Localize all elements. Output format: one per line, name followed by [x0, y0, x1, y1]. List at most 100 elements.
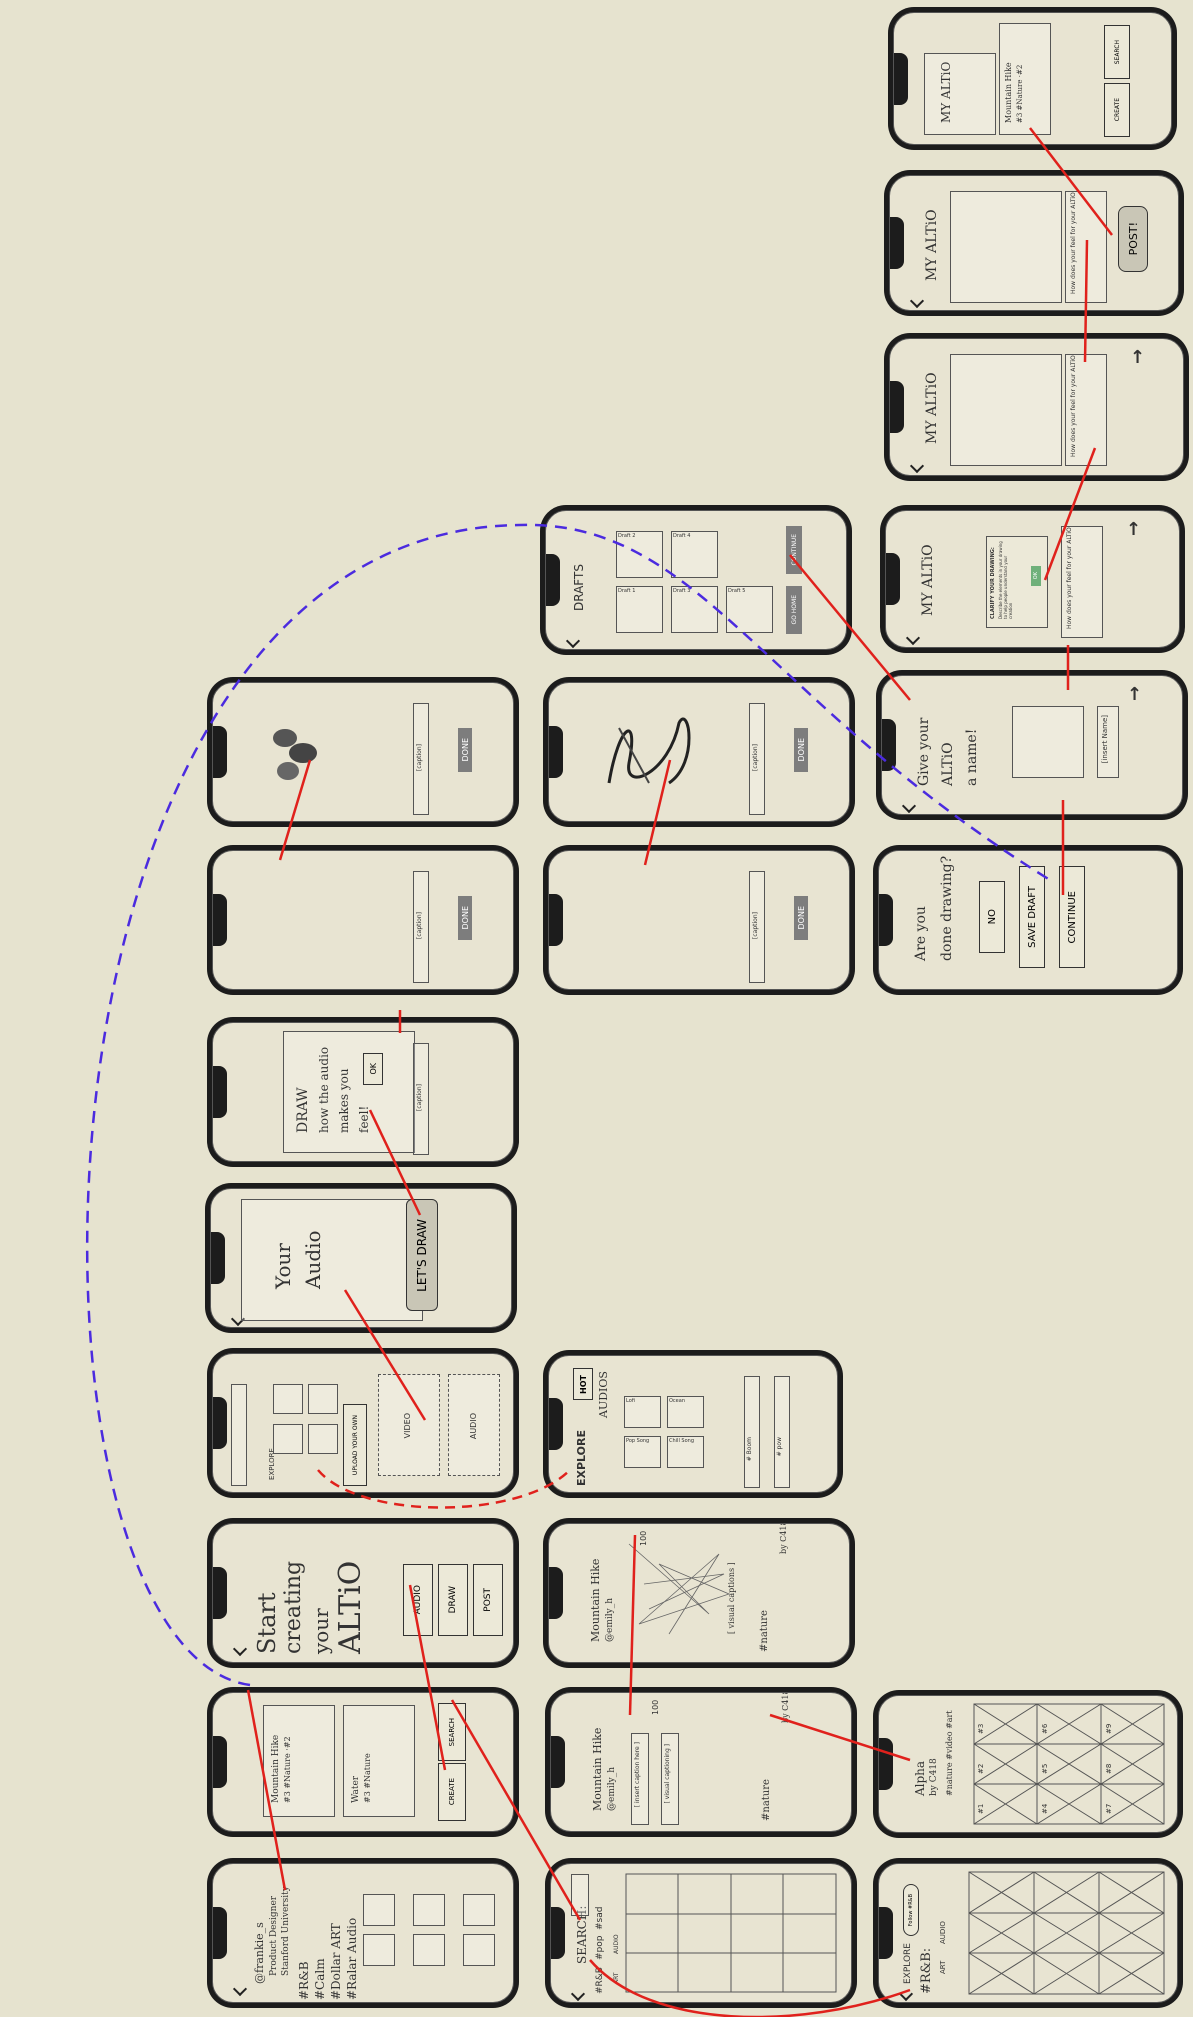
post-option-button[interactable]: POST	[473, 1564, 503, 1636]
create-button[interactable]: CREATE	[1104, 83, 1130, 137]
back-chevron-icon[interactable]	[233, 1642, 247, 1656]
video-option[interactable]: VIDEO	[378, 1374, 440, 1476]
back-chevron-icon[interactable]	[910, 459, 924, 473]
search-field[interactable]	[571, 1874, 589, 1916]
profile-thumb[interactable]	[413, 1894, 445, 1926]
done-button[interactable]: DONE	[794, 896, 808, 940]
post-button[interactable]: POST!	[1118, 206, 1148, 272]
explore-item[interactable]: Lofi	[624, 1396, 661, 1428]
filter-audio[interactable]: AUDIO	[613, 1934, 620, 1954]
draft-thumb[interactable]: Draft 2	[616, 531, 663, 578]
profile-thumb[interactable]	[413, 1934, 445, 1966]
done-button[interactable]: DONE	[794, 728, 808, 772]
tag-row[interactable]: # pow	[774, 1376, 790, 1488]
draft-thumb[interactable]: Draft 3	[671, 586, 718, 633]
back-chevron-icon[interactable]	[899, 1987, 913, 2001]
up-arrow-icon[interactable]: ↑	[1130, 347, 1145, 368]
save-draft-button[interactable]: SAVE DRAFT	[1019, 866, 1045, 968]
post2-by[interactable]: by C418	[779, 1523, 788, 1554]
search-tag-1[interactable]: #R&B	[595, 1967, 605, 1994]
name-input[interactable]: [insert Name]	[1097, 706, 1119, 778]
filter-audio[interactable]: AUDIO	[939, 1921, 947, 1944]
artist-tags: #nature #video #art	[945, 1710, 954, 1796]
caption-field[interactable]: [caption]	[413, 1043, 429, 1155]
profile-thumb[interactable]	[363, 1894, 395, 1926]
profile-handle: @frankie_s	[253, 1922, 266, 1984]
upload-own-button[interactable]: UPLOAD YOUR OWN	[343, 1404, 367, 1486]
altio-title: MY ALTiO	[924, 372, 940, 444]
draft-thumb[interactable]: Draft 5	[726, 586, 773, 633]
caption-field[interactable]: [caption]	[749, 871, 765, 983]
caption-box[interactable]: [ insert caption here ]	[631, 1733, 649, 1825]
done-button[interactable]: DONE	[458, 728, 472, 772]
audio-option[interactable]: AUDIO	[448, 1374, 500, 1476]
post-by[interactable]: by C418	[781, 1692, 790, 1723]
profile-tag-1: #R&B	[297, 1961, 311, 2000]
create-button[interactable]: CREATE	[438, 1763, 466, 1821]
phone-your-audio: Your Audio LET'S DRAW	[205, 1183, 517, 1333]
search-button[interactable]: SEARCH	[438, 1703, 466, 1761]
search-tag-2[interactable]: #pop	[595, 1936, 605, 1960]
visual-caption-box[interactable]: [ visual captioning ]	[661, 1733, 679, 1825]
continue-button[interactable]: CONTINUE	[786, 526, 802, 574]
profile-thumb[interactable]	[463, 1894, 495, 1926]
draft-thumb[interactable]: Draft 1	[616, 586, 663, 633]
tag-row[interactable]: # Boom	[744, 1376, 760, 1488]
post2-title: Mountain Hike	[589, 1559, 602, 1642]
dialog-body: Describe the elements in your drawing to…	[998, 539, 1013, 619]
phone-post-detail: Mountain Hike @emily_h [ insert caption …	[545, 1687, 857, 1837]
feed-card-2-meta: #3 #Nature	[363, 1753, 372, 1803]
search-tag-3[interactable]: #sad	[595, 1907, 605, 1930]
feed-card-1-meta: #3 #Nature ·#2	[283, 1736, 292, 1803]
post2-author[interactable]: @emily_h	[605, 1598, 615, 1642]
no-button[interactable]: NO	[979, 881, 1005, 953]
up-arrow-icon[interactable]: ↑	[1127, 684, 1142, 705]
caption-field[interactable]: [caption]	[413, 703, 429, 815]
post2-tag[interactable]: #nature	[759, 1610, 770, 1652]
post2-caption: [ visual captions ]	[727, 1562, 736, 1634]
ok-button[interactable]: OK	[363, 1053, 383, 1085]
explore-item[interactable]: Chill Song	[667, 1436, 704, 1468]
audio-title-1: Your	[271, 1243, 295, 1289]
back-chevron-icon[interactable]	[233, 1982, 247, 1996]
lets-draw-button[interactable]: LET'S DRAW	[406, 1199, 438, 1311]
search-button[interactable]: SEARCH	[1104, 25, 1130, 79]
done-button[interactable]: DONE	[458, 896, 472, 940]
profile-thumb[interactable]	[463, 1934, 495, 1966]
continue-button[interactable]: CONTINUE	[1059, 866, 1085, 968]
explore-item[interactable]: Pop Song	[624, 1436, 661, 1468]
profile-thumb[interactable]	[363, 1934, 395, 1966]
filter-art[interactable]: ART	[939, 1961, 947, 1974]
upload-thumb[interactable]	[308, 1424, 338, 1454]
upload-thumb[interactable]	[273, 1424, 303, 1454]
name-line-3: a name!	[964, 729, 980, 786]
filter-art[interactable]: ART	[613, 1972, 620, 1984]
upload-thumb[interactable]	[273, 1384, 303, 1414]
grid-label-7: #7	[1105, 1804, 1113, 1814]
back-chevron-icon[interactable]	[910, 294, 924, 308]
back-chevron-icon[interactable]	[571, 1987, 585, 2001]
audio-title-2: Audio	[301, 1230, 325, 1289]
caption-field[interactable]: [caption]	[413, 871, 429, 983]
upload-thumb[interactable]	[308, 1384, 338, 1414]
caption-field[interactable]: [caption]	[749, 703, 765, 815]
back-chevron-icon[interactable]	[566, 634, 580, 648]
follow-pill[interactable]: Follow #R&B	[903, 1884, 919, 1936]
audio-option-button[interactable]: AUDIO	[403, 1564, 433, 1636]
post-tag[interactable]: #nature	[761, 1779, 772, 1821]
explore-title: EXPLORE	[575, 1430, 588, 1486]
draft-thumb[interactable]: Draft 4	[671, 531, 718, 578]
back-chevron-icon[interactable]	[902, 799, 916, 813]
explore-item[interactable]: Ocean	[667, 1396, 704, 1428]
final-card-meta: #3 #Nature ·#2	[1016, 65, 1024, 123]
dialog-ok-button[interactable]: OK	[1031, 566, 1041, 586]
explore-tag-label: #R&B:	[919, 1948, 934, 1994]
post-author[interactable]: @emily_h	[607, 1767, 617, 1811]
drawing-preview	[1012, 706, 1084, 778]
draw-option-button[interactable]: DRAW	[438, 1564, 468, 1636]
search-bar[interactable]	[231, 1384, 247, 1486]
go-home-button[interactable]: GO HOME	[786, 586, 802, 634]
back-chevron-icon[interactable]	[906, 631, 920, 645]
feed-card-2-title: Water	[351, 1776, 361, 1803]
up-arrow-icon[interactable]: ↑	[1126, 519, 1141, 540]
